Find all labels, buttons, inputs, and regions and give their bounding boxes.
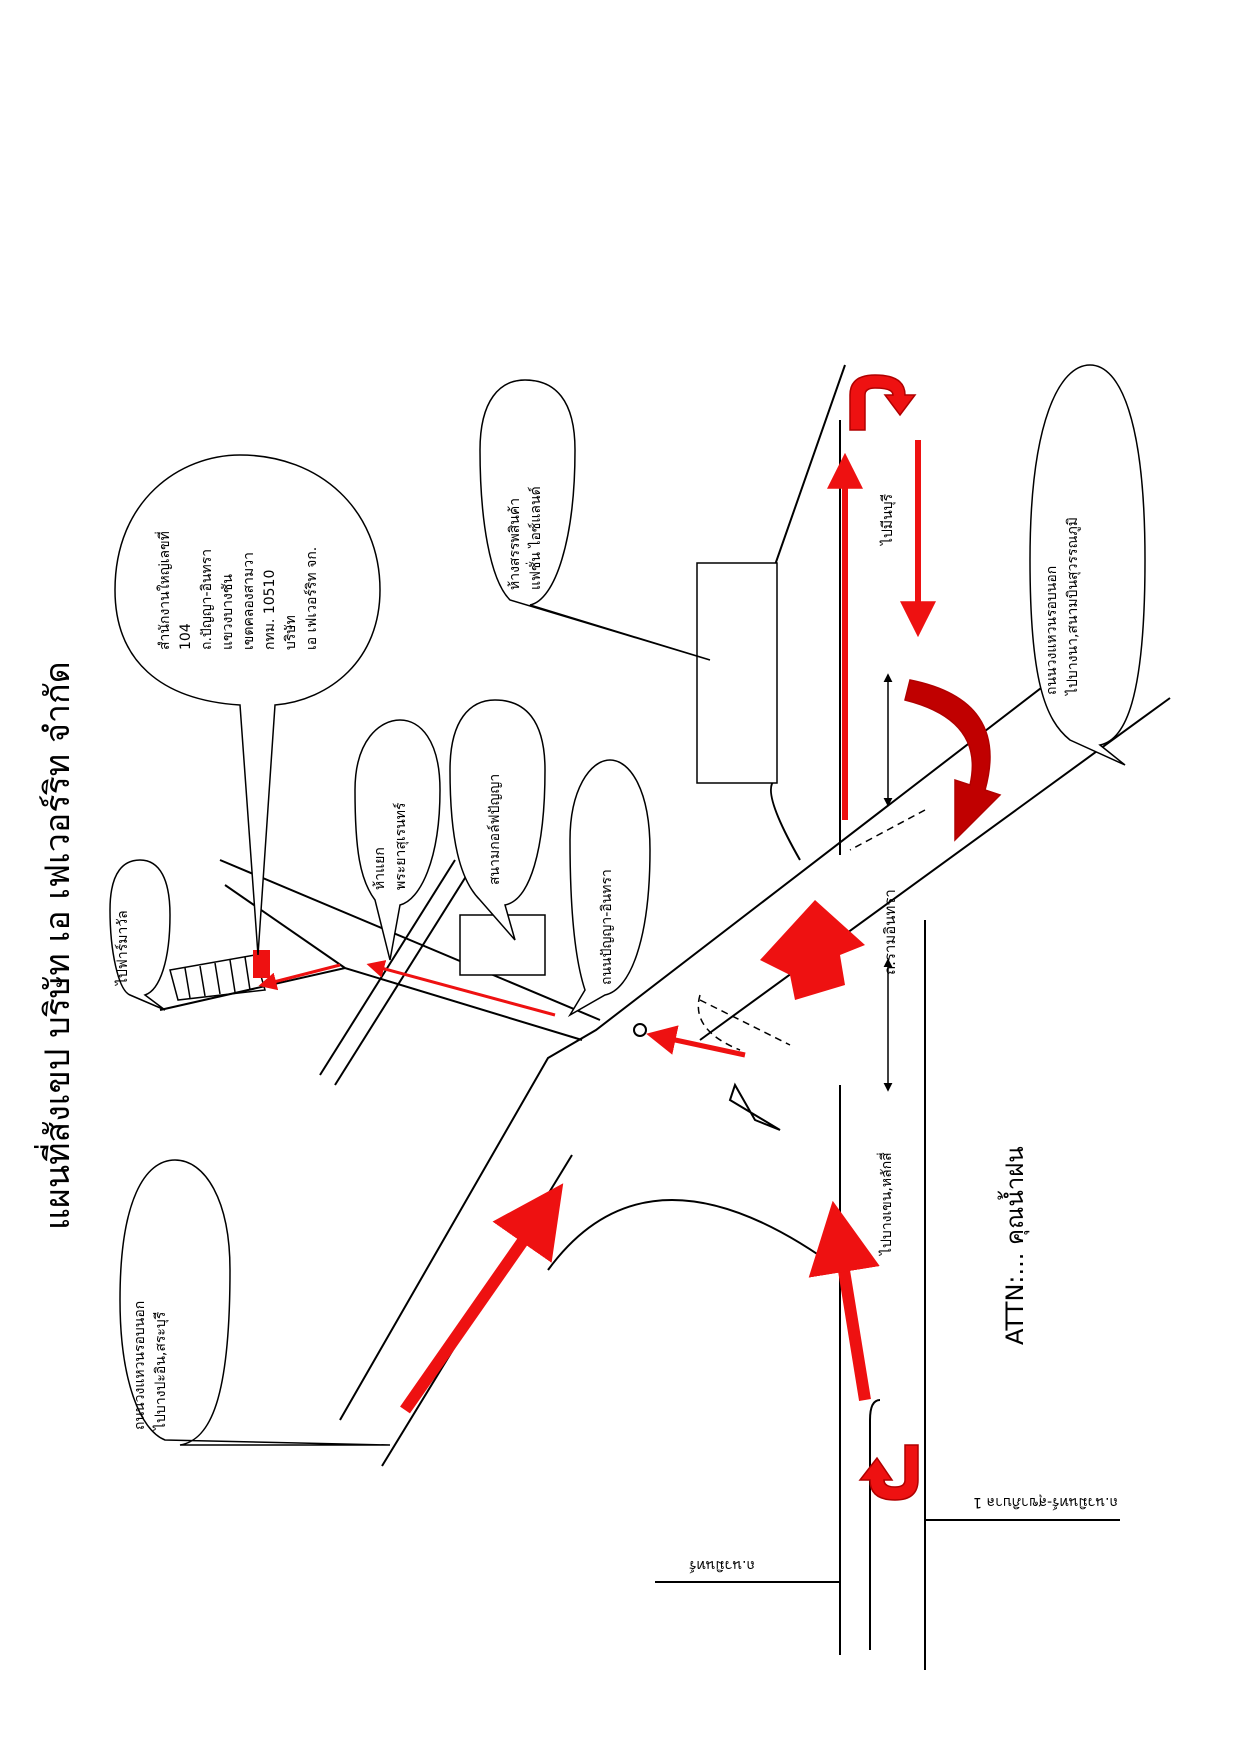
island-junction: [728, 1082, 781, 1131]
fashion-mall-building: [696, 562, 778, 784]
pharmacy-label: ไปฟาร์มาวัล: [115, 910, 131, 985]
callout-ring-saraburi: [119, 1159, 391, 1446]
ring-airport-line-1: ถนนวงแหวนรอบนอก: [1044, 565, 1060, 695]
panya-road-label: ถนนปัญญา-อินทรา: [599, 869, 615, 985]
callout-office: [114, 454, 381, 956]
route-ring-arrow: [400, 1183, 564, 1414]
ramintra-label: ถ.รามอินทรา: [881, 889, 899, 975]
callout-mall: [479, 379, 711, 661]
route-inner-arrow: [808, 1200, 880, 1401]
dashed-lines: [697, 809, 926, 1051]
office-line-4: แขวงบางชัน: [220, 574, 236, 650]
uturn-large-turn: [904, 679, 1002, 842]
office-callout-text: สำนักงานใหญ่เลขที่ 104 ถ.ปัญญา-อินทรา แข…: [155, 531, 323, 650]
hatched-building: [169, 954, 266, 1001]
intersection-line-1: ห้าแยก: [372, 847, 388, 890]
road-ramintra-lower-edge: [699, 697, 1171, 1041]
dashed-ramintra: [849, 809, 926, 851]
callout-intersection: [354, 719, 441, 961]
bangkhen-label: ไปบางเขน,หลักสี่: [879, 1152, 895, 1255]
office-line-5: เขตคลองสามวา: [241, 552, 257, 650]
callout-golf: [449, 699, 546, 941]
road-b-label: ถ.นวมินทร์: [689, 1557, 755, 1573]
roundabout-circle: [633, 1023, 647, 1037]
golf-label: สนามกอล์ฟปัญญา: [487, 773, 503, 885]
office-line-2: 104: [178, 623, 194, 650]
roads: [159, 364, 1171, 1670]
route-arrows: [258, 440, 936, 1414]
office-line-3: ถ.ปัญญา-อินทรา: [199, 548, 215, 650]
route-block-arrow: [760, 900, 865, 1000]
ring-airport-line-2: ไปบางนา,สนามบินสุวรรณภูมิ: [1065, 517, 1081, 695]
uturn-bottom: [858, 1444, 919, 1501]
office-line-6: กทม. 10510: [262, 569, 278, 650]
ring-airport-label: ถนนวงแหวนรอบนอก ไปบางนา,สนามบินสุวรรณภูม…: [1042, 517, 1084, 695]
intersection-label: ห้าแยก พระยาสุเรนทร์: [370, 803, 412, 891]
uturn-arrows: [849, 374, 1002, 1501]
attn-label: ATTN:... คุณน้ำฝน: [1001, 1146, 1029, 1345]
road-cross-2: [334, 869, 471, 1086]
dashed-slip-road: [697, 994, 741, 1051]
intersection-line-2: พระยาสุเรนทร์: [393, 802, 409, 891]
office-line-8: เอ เฟเวอร์ริท จก.: [304, 546, 320, 650]
callout-panya: [567, 759, 651, 1018]
route-panya-arrow: [366, 960, 556, 1017]
uturn-top: [849, 374, 917, 431]
road-cross-1: [319, 859, 456, 1076]
callout-pharmacy: [109, 859, 171, 1011]
ring-saraburi-line-2: ไปบางปะอิน,สระบุรี: [153, 1311, 169, 1430]
office-marker: [253, 950, 270, 978]
page-title: แผนที่สังเขป บริษัท เอ เฟเวอร์ริท จำกัด: [38, 661, 78, 1230]
road-top-diag: [774, 364, 846, 566]
ring-saraburi-line-1: ถนนวงแหวนรอบนอก: [132, 1300, 148, 1430]
road-uturn-bottom: [869, 1399, 881, 1650]
route-junction-arrow: [646, 1025, 746, 1058]
road-ring-upper-edge: [339, 634, 1111, 1421]
road-panya-north-edge: [219, 859, 601, 1021]
mall-line-2: แฟชั่น ไอซ์แลนด์: [528, 486, 544, 590]
office-line-7: บริษัท: [283, 615, 299, 650]
mall-label: ห้างสรรพสินค้า แฟชั่น ไอซ์แลนด์: [505, 486, 547, 590]
road-mall-curve: [769, 779, 801, 861]
route-office-arrow: [258, 963, 341, 991]
mall-line-1: ห้างสรรพสินค้า: [507, 497, 523, 590]
ring-saraburi-label: ถนนวงแหวนรอบนอก ไปบางปะอิน,สระบุรี: [130, 1301, 172, 1430]
road-inner-curve: [547, 1199, 841, 1450]
dashed-curve: [699, 999, 791, 1046]
callout-ring-airport: [1029, 364, 1146, 766]
callouts: [109, 364, 1146, 1446]
minburi-label: ไปมีนบุรี: [880, 493, 896, 545]
office-line-1: สำนักงานใหญ่เลขที่: [157, 531, 173, 650]
road-a-label: ถ.นวมินทร์-สุขาภิบาล 1: [973, 1494, 1118, 1510]
road-panya-wedge: [224, 884, 346, 969]
